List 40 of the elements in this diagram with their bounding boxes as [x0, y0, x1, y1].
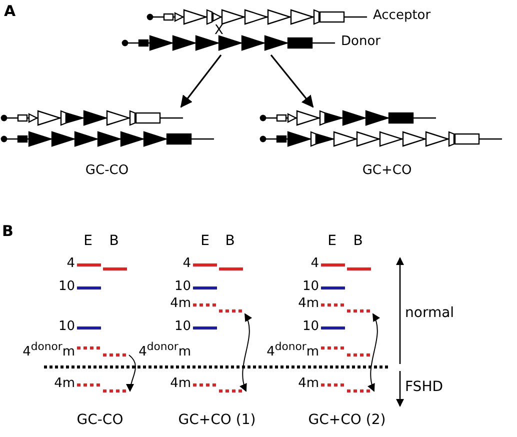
- lane-label: B: [109, 233, 119, 250]
- node-label: GC+CO: [362, 163, 412, 179]
- region-label: FSHD: [405, 379, 444, 396]
- band-label: 4: [310, 256, 319, 271]
- lane-group-caption: GC+CO (1): [178, 412, 256, 429]
- band-label: 4m: [170, 376, 191, 391]
- band-label: 4m: [170, 296, 191, 311]
- arrow: [368, 313, 380, 392]
- panel-label: B: [2, 222, 14, 240]
- lane-label: E: [84, 233, 92, 250]
- arrow: [180, 54, 222, 108]
- band-label: 4: [182, 256, 191, 271]
- band-label: 4$^{donor}$m: [22, 339, 75, 360]
- band-label: 10: [58, 319, 75, 334]
- band-label: 10: [58, 279, 75, 294]
- band-label: 4m: [298, 376, 319, 391]
- node-label: GC-CO: [85, 163, 129, 179]
- lane-group-caption: GC-CO: [76, 412, 124, 429]
- band-label: 10: [302, 319, 319, 334]
- region-label: normal: [405, 305, 454, 322]
- lane-label: E: [328, 233, 336, 250]
- band-label: 4m: [54, 376, 75, 391]
- arrow: [270, 54, 314, 108]
- band-label: 10: [174, 279, 191, 294]
- arrow: [240, 313, 252, 392]
- band-label: 10: [174, 319, 191, 334]
- band-label: 4$^{donor}$m: [266, 339, 319, 360]
- allele-label: Donor: [341, 34, 381, 50]
- panel-label: A: [4, 2, 16, 20]
- lane-group-caption: GC+CO (2): [308, 412, 386, 429]
- arrow: [126, 354, 136, 392]
- crossover-mark: X: [214, 23, 224, 39]
- band-label: 4: [66, 256, 75, 271]
- lane-label: B: [225, 233, 235, 250]
- band-label: 4m: [298, 296, 319, 311]
- lane-label: B: [353, 233, 363, 250]
- lane-label: E: [200, 233, 210, 250]
- band-label: 10: [302, 279, 319, 294]
- allele-label: Acceptor: [373, 8, 431, 24]
- band-label: 4$^{donor}$m: [138, 339, 191, 360]
